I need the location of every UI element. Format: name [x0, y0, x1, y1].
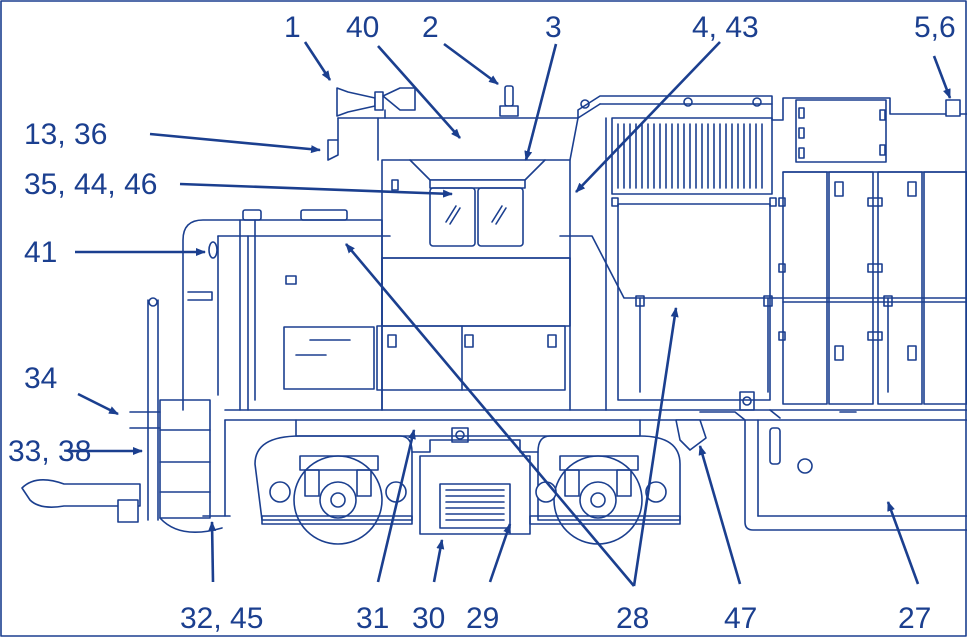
pointer-31 [376, 429, 416, 583]
label-27: 27 [898, 602, 931, 635]
pointer-32-45 [208, 521, 217, 583]
pointer-13-36 [149, 132, 321, 154]
label-3: 3 [545, 11, 562, 44]
pointer-35-44-46 [179, 182, 453, 198]
label-47: 47 [724, 602, 757, 635]
hood-door [782, 171, 828, 405]
fuel-tank [675, 391, 967, 531]
pointer-28a [345, 243, 635, 587]
pointer-27 [886, 501, 920, 585]
label-4-43: 4, 43 [692, 11, 759, 44]
label-5-6: 5,6 [914, 11, 956, 44]
label-40: 40 [346, 11, 379, 44]
pilot-and-steps [21, 297, 231, 534]
pointer-30 [432, 539, 445, 583]
short-hood [182, 209, 383, 411]
pointer-47 [698, 445, 742, 585]
handrails [217, 235, 967, 411]
hood-door [828, 171, 874, 405]
underframe [224, 409, 967, 517]
truck-rear-of-nose [254, 435, 413, 545]
label-31: 31 [356, 602, 389, 635]
pointer-34 [77, 392, 119, 416]
label-28: 28 [616, 602, 649, 635]
callout-labels: 1 40 2 3 4, 43 5,6 13, 36 35, 44, 46 41 … [8, 11, 956, 635]
label-35-44-46: 35, 44, 46 [24, 168, 157, 201]
label-41: 41 [24, 236, 57, 269]
label-33-38: 33, 38 [8, 435, 91, 468]
cab [327, 117, 579, 411]
callout-pointers [68, 41, 952, 587]
pointer-2 [443, 42, 499, 86]
fuel-filler [797, 458, 813, 474]
cab-windows [429, 187, 524, 247]
sander-47 [675, 419, 707, 451]
pointer-5-6 [932, 55, 952, 99]
label-13-36: 13, 36 [24, 118, 107, 151]
hood-door [877, 171, 923, 405]
long-hood [577, 95, 967, 411]
horn [336, 87, 416, 119]
hood-door [923, 171, 967, 405]
nose-hatch [300, 209, 348, 221]
coupler [21, 479, 141, 508]
pointer-3 [524, 43, 558, 161]
roof-fitting-5-6 [945, 99, 961, 117]
radiator-grille-slats [617, 123, 763, 189]
label-2: 2 [422, 11, 439, 44]
headlight [208, 241, 218, 259]
pointer-29 [488, 523, 512, 583]
label-29: 29 [466, 602, 499, 635]
pointer-40 [377, 45, 461, 139]
label-32-45: 32, 45 [180, 602, 263, 635]
pointer-1 [303, 41, 332, 81]
hood-door-top [795, 99, 887, 163]
truck-center-traction [411, 439, 539, 535]
cab-roof-antenna [499, 85, 519, 117]
label-30: 30 [412, 602, 445, 635]
pointer-28b [632, 307, 679, 587]
label-1: 1 [284, 11, 301, 44]
label-34: 34 [24, 362, 57, 395]
pointer-4-43 [575, 41, 721, 193]
